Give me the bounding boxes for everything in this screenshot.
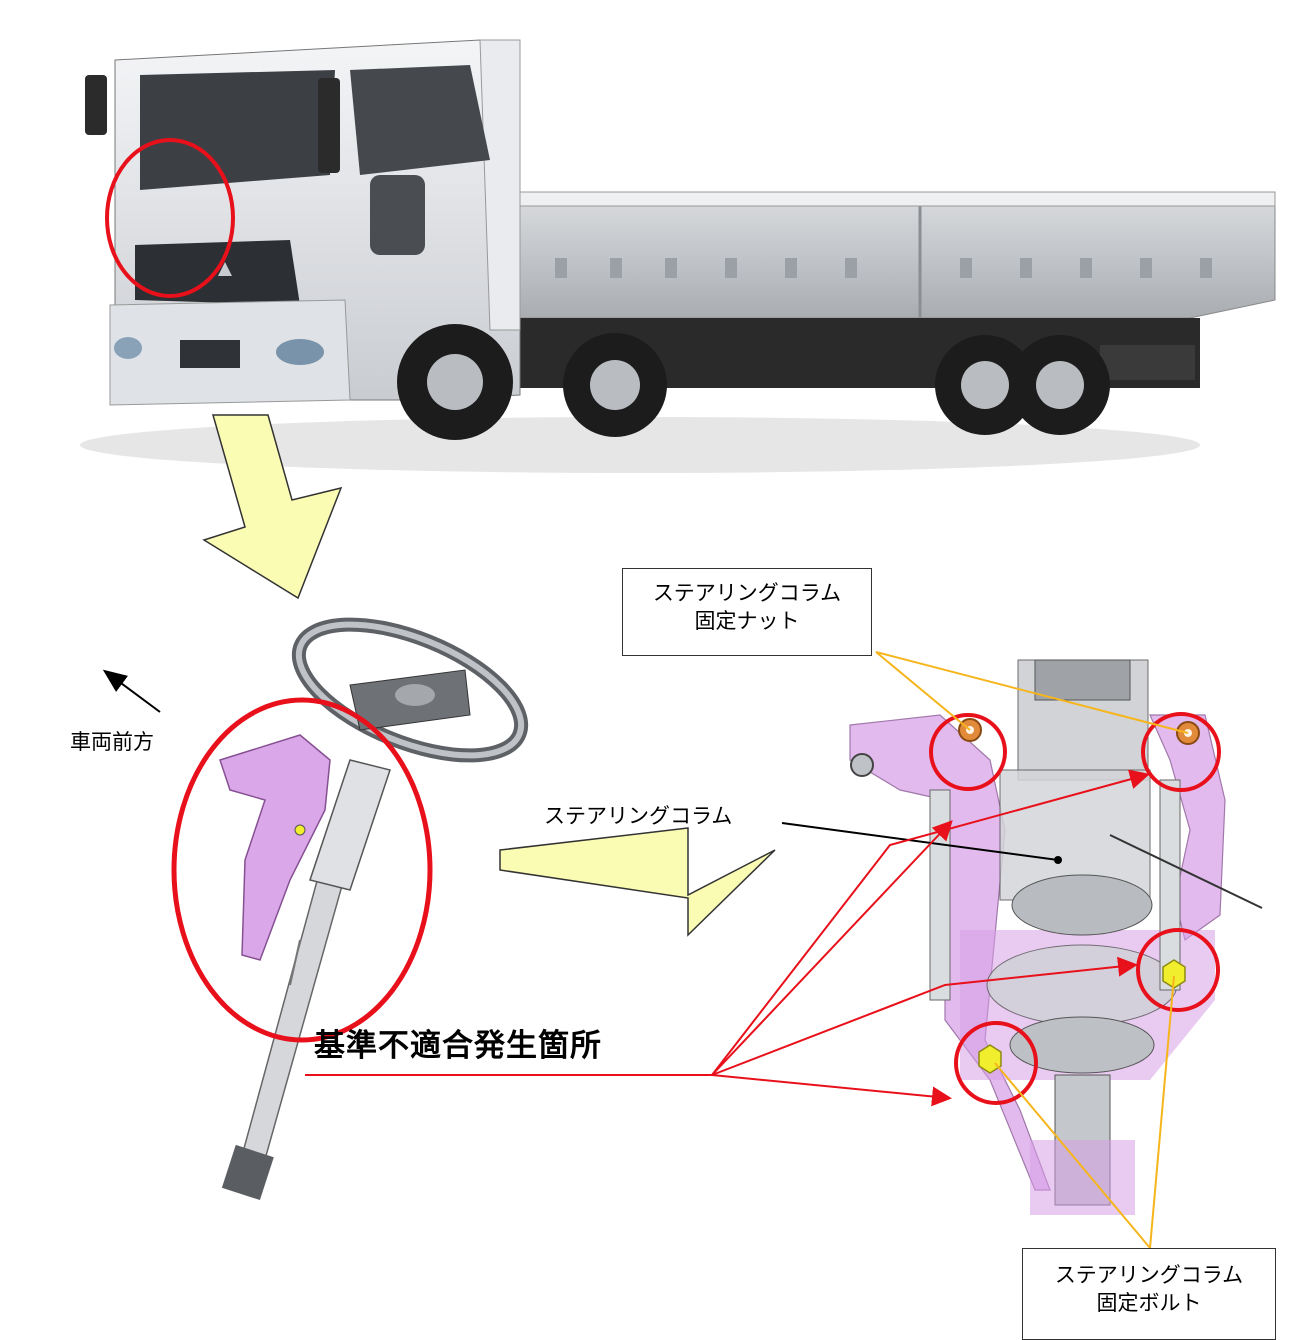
column-closeup-image: [849, 659, 1263, 1215]
defect-location-label: 基準不適合発生箇所: [314, 1028, 602, 1064]
cab-highlight-circle: [105, 138, 235, 298]
arrow-icon: [202, 414, 343, 600]
defect-leader-lines: [305, 769, 1150, 1107]
bolt-callout-box: ステアリングコラム 固定ボルト: [1022, 1248, 1276, 1340]
bolt-left: [978, 1044, 1002, 1074]
arrow-icon: [499, 827, 776, 937]
bolt-label-line2: 固定ボルト: [1096, 1291, 1202, 1316]
highlight-circle: [1136, 928, 1220, 1012]
truck-image: [80, 39, 1276, 473]
highlight-circle: [954, 1021, 1038, 1105]
front-direction-arrow: [102, 669, 161, 713]
steering-assembly-image: [171, 617, 529, 1201]
bolt-leader-lines: [994, 975, 1175, 1249]
nut-leader-lines: [875, 651, 1189, 734]
bolt-label-line1: ステアリングコラム: [1054, 1263, 1244, 1287]
nut-callout-box: ステアリングコラム 固定ナット: [622, 568, 872, 656]
highlight-circle: [929, 713, 1007, 791]
highlight-circle: [1141, 712, 1221, 792]
steering-column-label: ステアリングコラム: [544, 804, 733, 828]
nut-label-line2: 固定ナット: [694, 609, 800, 634]
bolt-right: [1162, 959, 1186, 989]
bracket-highlight-circle: [171, 697, 433, 1043]
vehicle-front-label: 車両前方: [70, 730, 154, 754]
column-pointer-line: [781, 822, 1059, 861]
nut-label-line1: ステアリングコラム: [652, 581, 842, 605]
